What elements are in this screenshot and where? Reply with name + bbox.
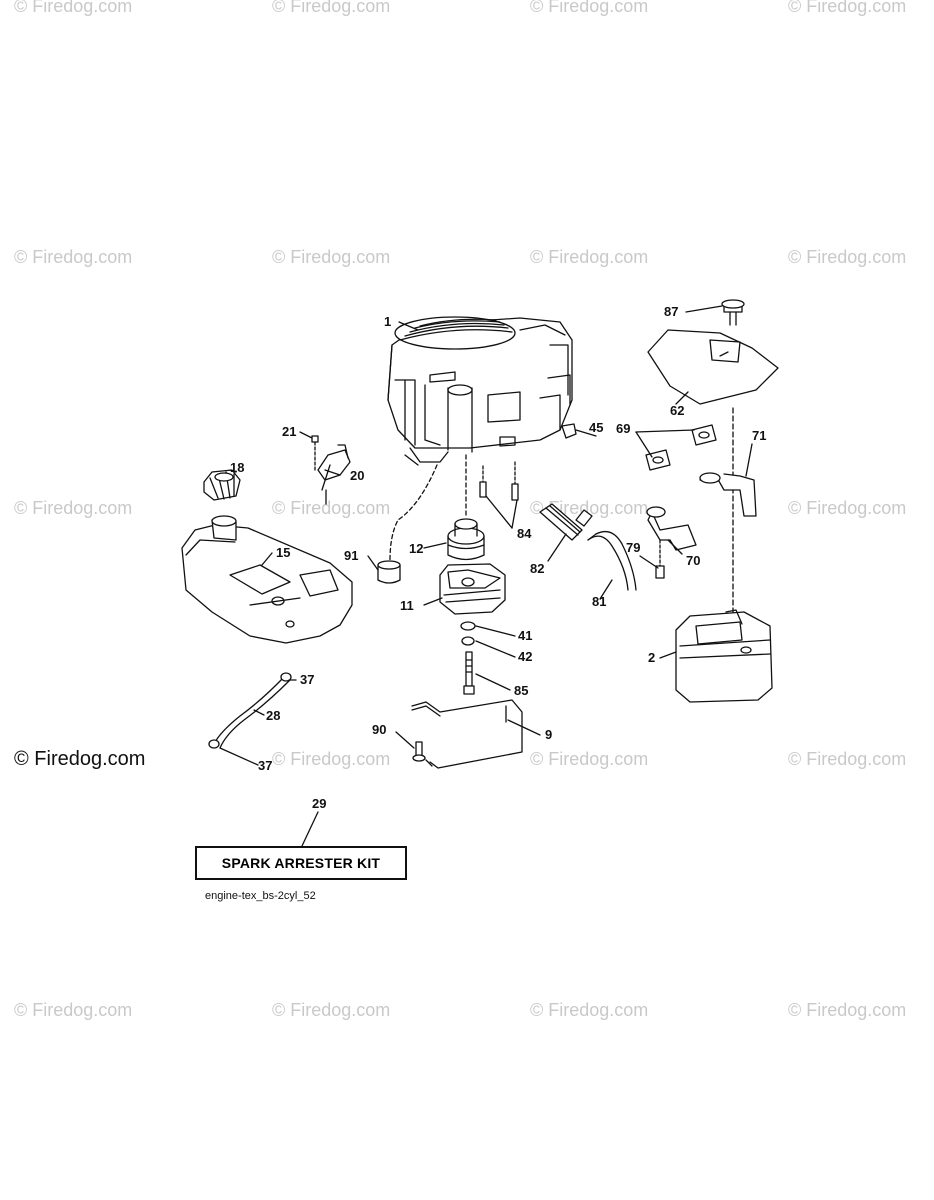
bolt-part xyxy=(479,461,519,501)
watermark: © Firedog.com xyxy=(788,498,907,518)
callout-70: 70 xyxy=(686,553,700,568)
engine-part xyxy=(387,316,573,466)
gasket-part xyxy=(645,424,717,471)
clutch-part xyxy=(439,563,506,615)
screw-part xyxy=(655,565,665,579)
watermark: © Firedog.com xyxy=(788,1000,907,1020)
callout-82: 82 xyxy=(530,561,544,576)
callout-84: 84 xyxy=(517,526,532,541)
callout-90: 90 xyxy=(372,722,386,737)
callout-62: 62 xyxy=(670,403,684,418)
watermark: © Firedog.com xyxy=(272,1000,391,1020)
fuel-tank-part xyxy=(181,515,353,644)
spark-arrester-kit-label: SPARK ARRESTER KIT xyxy=(195,846,407,880)
callout-87: 87 xyxy=(664,304,678,319)
credit-text: © Firedog.com xyxy=(14,748,146,770)
callout-11: 11 xyxy=(400,598,414,613)
callout-37: 37 xyxy=(300,672,314,687)
spacer-part xyxy=(377,560,401,584)
callout-79: 79 xyxy=(626,540,640,555)
nut-part xyxy=(561,423,577,439)
callout-69: 69 xyxy=(616,421,630,436)
pulley-part xyxy=(447,518,485,561)
watermark: © Firedog.com xyxy=(530,1000,649,1020)
callout-91: 91 xyxy=(344,548,358,563)
diagram-filename: engine-tex_bs-2cyl_52 xyxy=(205,890,316,902)
oil-drain-fitting-part xyxy=(539,503,593,541)
callout-28: 28 xyxy=(266,708,280,723)
callout-37: 37 xyxy=(258,758,272,773)
long-bolt-part xyxy=(463,651,475,695)
callout-71: 71 xyxy=(752,428,766,443)
callout-85: 85 xyxy=(514,683,528,698)
watermark: © Firedog.com xyxy=(14,1000,133,1020)
exhaust-pipe-part xyxy=(646,472,757,551)
watermark: © Firedog.com xyxy=(530,0,649,16)
ignition-bracket-part xyxy=(311,435,351,505)
watermark: © Firedog.com xyxy=(788,749,907,769)
watermark: © Firedog.com xyxy=(272,749,391,769)
watermark: © Firedog.com xyxy=(530,247,649,267)
watermark: © Firedog.com xyxy=(788,0,907,16)
callout-81: 81 xyxy=(592,594,606,609)
fuel-cap-part xyxy=(203,469,241,501)
watermark: © Firedog.com xyxy=(14,498,133,518)
callout-20: 20 xyxy=(350,468,364,483)
washer-part xyxy=(461,636,475,646)
callout-29: 29 xyxy=(312,796,326,811)
callout-12: 12 xyxy=(409,541,423,556)
watermark: © Firedog.com xyxy=(788,247,907,267)
callout-41: 41 xyxy=(518,628,532,643)
callout-9: 9 xyxy=(545,727,552,742)
muffler-part xyxy=(675,609,773,703)
watermark: © Firedog.com xyxy=(14,247,133,267)
heat-shield-part xyxy=(647,299,779,405)
fuel-line-part xyxy=(208,672,292,749)
callout-1: 1 xyxy=(384,314,391,329)
callout-15: 15 xyxy=(276,545,290,560)
watermark: © Firedog.com xyxy=(272,0,391,16)
watermark: © Firedog.com xyxy=(272,247,391,267)
washer-part xyxy=(460,621,476,631)
watermark: © Firedog.com xyxy=(14,0,133,16)
drain-hose-part xyxy=(587,530,637,591)
callout-2: 2 xyxy=(648,650,655,665)
watermark: © Firedog.com xyxy=(530,749,649,769)
callout-18: 18 xyxy=(230,460,244,475)
mounting-rod-part xyxy=(411,699,523,769)
watermark: © Firedog.com xyxy=(272,498,391,518)
callout-45: 45 xyxy=(589,420,603,435)
callout-21: 21 xyxy=(282,424,296,439)
callout-42: 42 xyxy=(518,649,532,664)
